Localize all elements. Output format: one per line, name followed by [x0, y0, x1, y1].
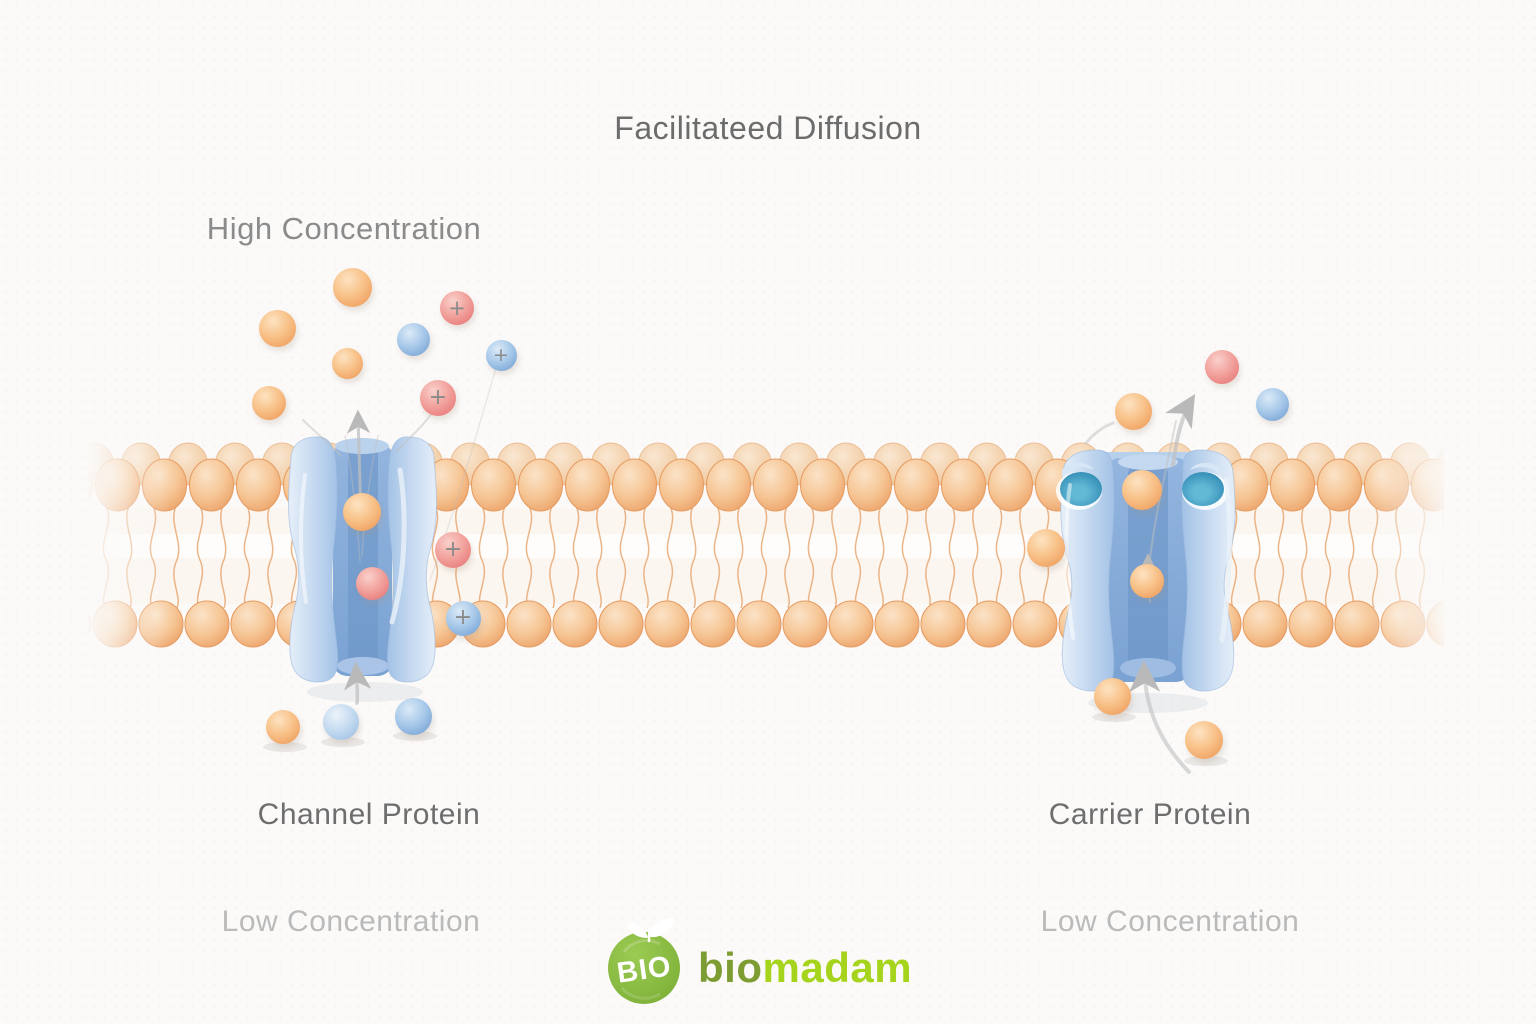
channel-bottom-arrow: [344, 661, 372, 705]
solute-molecule: [332, 267, 372, 307]
solute-molecule: [331, 347, 363, 379]
ion-in-channel: [355, 566, 389, 600]
ion-blue: [396, 322, 430, 356]
solute-molecule: [1114, 392, 1152, 430]
channel-left-guide: [302, 419, 342, 457]
leaf-icon: [627, 923, 648, 938]
carrier-protein: [1056, 449, 1236, 692]
carrier-right-cup-lip: [1190, 462, 1222, 478]
carrier-left-binding-site: [1060, 472, 1102, 506]
ion-blue: [394, 697, 432, 735]
positive-ion-blue: +: [445, 600, 481, 636]
solute-in-carrier: [1130, 564, 1164, 598]
low-concentration-left-label: Low Concentration: [221, 905, 481, 938]
carrier-bottom-arrow: [1129, 660, 1191, 774]
solute-molecule: [1093, 677, 1131, 715]
solute-molecule: [252, 386, 286, 420]
carrier-top-mouth: [1118, 454, 1178, 470]
brand-prefix: bio: [698, 944, 763, 991]
positive-ion-pink: +: [435, 532, 471, 568]
badge-text: BIO: [615, 950, 673, 989]
channel-protein-label: Channel Protein: [257, 798, 481, 831]
ion-blue: [1255, 387, 1289, 421]
plus-sign: +: [448, 295, 466, 320]
bio-badge-icon: BIO: [608, 918, 680, 1004]
carrier-small-guide: [1084, 421, 1115, 445]
carrier-left-cup-lip: [1062, 462, 1094, 478]
channel-top-mouth: [335, 438, 389, 454]
brand-suffix: madam: [762, 944, 913, 991]
carrier-top-arrow: [1165, 393, 1196, 467]
diagram-title: Facilitateed Diffusion: [614, 110, 922, 146]
membrane-left-fade: [85, 435, 170, 660]
plus-sign: +: [443, 537, 463, 562]
solute-in-channel: [343, 493, 381, 531]
carrier-left-subunit: [1060, 449, 1115, 692]
positive-ion-blue: +: [485, 339, 517, 371]
carrier-right-binding-site: [1182, 472, 1224, 506]
solute-molecule: [258, 309, 296, 347]
high-concentration-label: High Concentration: [206, 211, 482, 246]
solute-molecule: [1185, 721, 1223, 759]
membrane-right-fade: [1366, 435, 1451, 660]
positive-ion-pink: +: [420, 380, 456, 416]
solute-in-carrier: [1122, 470, 1162, 510]
channel-right-subunit: [386, 436, 437, 683]
solute-molecule: [266, 710, 300, 744]
leaf-icon: [650, 918, 674, 938]
carrier-protein-label: Carrier Protein: [1048, 798, 1252, 831]
badge-circle: [608, 932, 680, 1004]
positive-ion-pink: +: [440, 291, 474, 325]
leaf-stem: [647, 926, 652, 943]
ion-lightblue: [323, 704, 359, 740]
ion-pink: [1205, 350, 1239, 384]
low-concentration-right-label: Low Concentration: [1040, 905, 1300, 938]
brand-wordmark: biomadam: [698, 944, 912, 992]
plus-sign: +: [428, 385, 448, 410]
solute-molecule: [1027, 529, 1065, 567]
plus-sign: +: [453, 605, 473, 630]
plus-sign: +: [493, 343, 509, 366]
